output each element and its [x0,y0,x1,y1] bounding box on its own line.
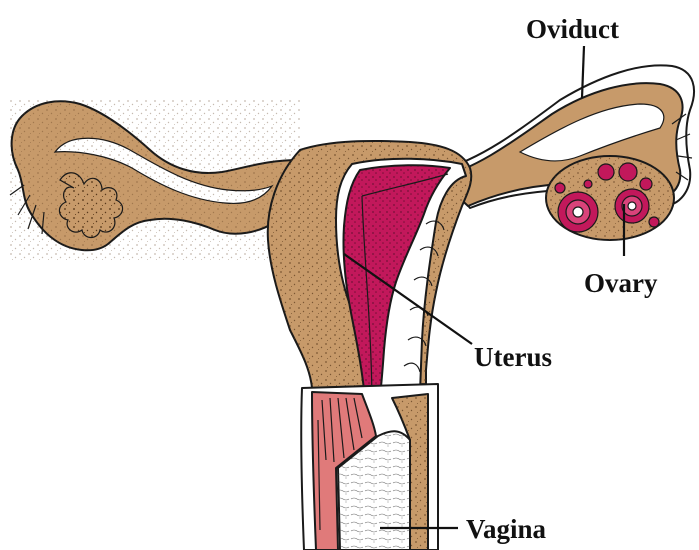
uterus-label: Uterus [474,342,552,372]
oviduct-label: Oviduct [526,14,619,44]
vagina-label: Vagina [466,514,547,544]
left-oviduct [10,100,300,260]
vagina [301,384,438,550]
ovary [546,156,674,240]
uterus [268,141,472,412]
ovary-label: Ovary [584,268,658,298]
